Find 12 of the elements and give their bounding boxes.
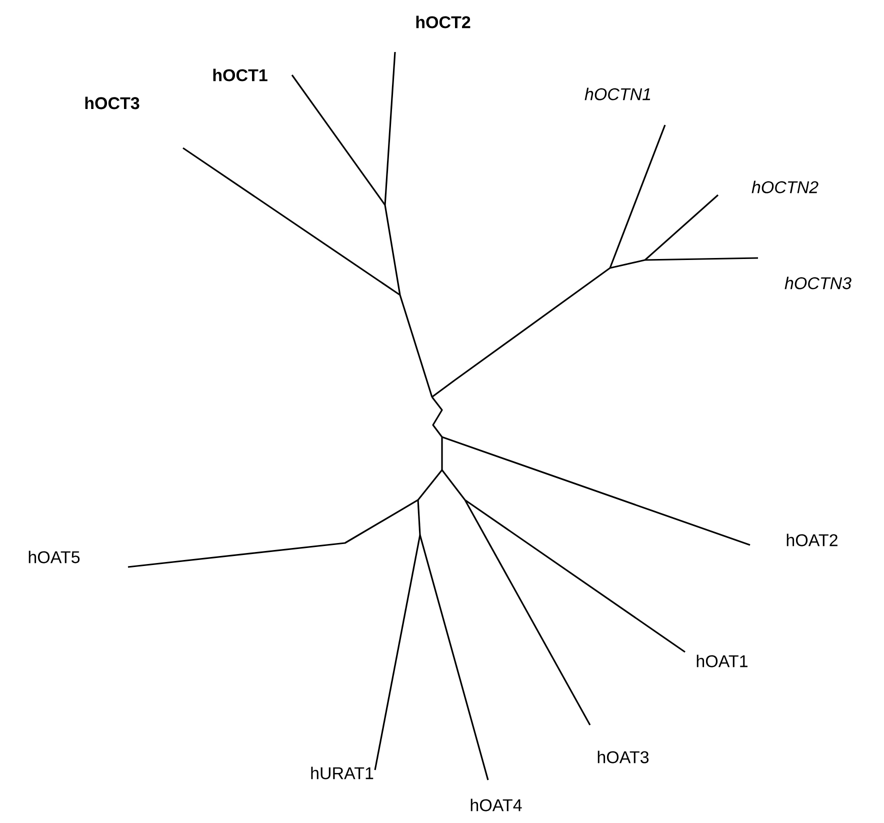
leaf-label: hURAT1: [311, 766, 374, 780]
leaf-label: hOAT2: [786, 534, 838, 546]
leaf-label: hOCTN1: [584, 88, 650, 100]
leaf-label: hOCT3: [85, 96, 140, 110]
leaf-label: hOAT4: [470, 798, 522, 812]
leaf-label: hOCT2: [416, 16, 470, 28]
leaf-label: hOCTN3: [784, 276, 852, 290]
leaf-label: hOCT1: [213, 68, 268, 82]
leaf-label: hOAT3: [598, 750, 649, 764]
leaf-label: hOCTN2: [752, 180, 818, 194]
leaf-label: hOAT5: [28, 550, 80, 564]
leaf-label: hOAT1: [696, 654, 748, 668]
